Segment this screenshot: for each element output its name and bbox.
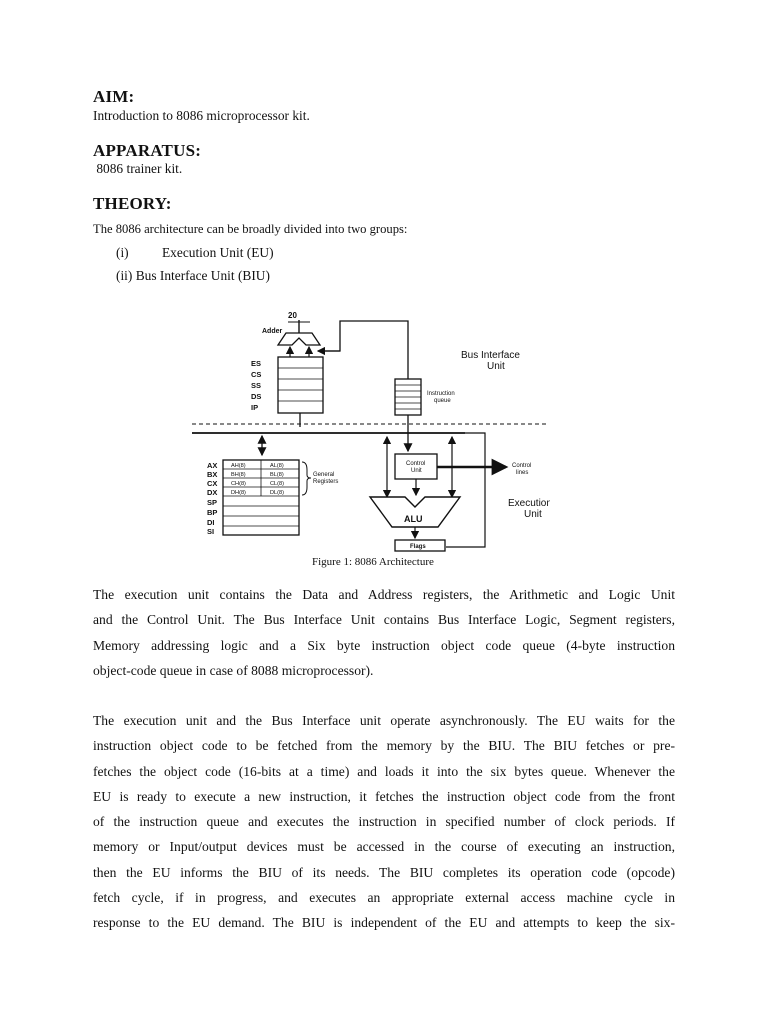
register-bl: BL(8) (270, 472, 284, 478)
control-unit-label-2: Unit (411, 468, 422, 474)
flags-box (394, 539, 446, 552)
control-lines-label-2: lines (516, 470, 528, 476)
flags-return-line (446, 432, 486, 548)
paragraph-line: Memory addressing logic and a Six byte i… (93, 637, 675, 653)
paragraph-2: The execution unit and the Bus Interface… (93, 708, 675, 936)
segment-register-box (277, 356, 324, 414)
register-di: DI (207, 518, 215, 527)
paragraph-line: object-code queue in case of 8088 microp… (93, 662, 374, 678)
register-ch: CH(8) (231, 481, 246, 487)
paragraph-1: The execution unit contains the Data and… (93, 582, 675, 683)
list-item-text: (ii) Bus Interface Unit (BIU) (116, 268, 270, 283)
segment-register-ss: SS (251, 381, 261, 390)
register-cl: CL(8) (270, 481, 284, 487)
eu-label-2: Unit (524, 509, 542, 520)
paragraph-line: fetches the object code (16-bits at a ti… (93, 763, 675, 779)
biu-label-2: Unit (487, 361, 505, 372)
instruction-queue-label: Instruction (427, 391, 455, 397)
paragraph-line: and the Control Unit. The Bus Interface … (93, 612, 675, 628)
adder-shape (276, 332, 322, 346)
segment-register-ds: DS (251, 392, 261, 401)
eu-label: Execution (508, 498, 550, 509)
architecture-diagram: 20 Adder ES CS SS DS IP (192, 311, 550, 552)
paragraph-line: The execution unit contains the Data and… (93, 587, 675, 602)
register-cx: CX (207, 479, 217, 488)
register-sp: SP (207, 498, 217, 507)
segment-register-ip: IP (251, 403, 258, 412)
apparatus-heading: APPARATUS: (93, 141, 202, 160)
figure-caption: Figure 1: 8086 Architecture (312, 556, 434, 568)
control-unit-label: Control (406, 461, 425, 467)
list-item-text: Execution Unit (EU) (162, 245, 274, 260)
segment-register-es: ES (251, 359, 261, 368)
register-dh: DH(8) (231, 490, 246, 496)
register-al: AL(8) (270, 463, 284, 469)
register-bh: BH(8) (231, 472, 246, 478)
paragraph-line: The execution unit and the Bus Interface… (93, 713, 675, 728)
paragraph-line: then the EU informs the BIU of its needs… (93, 864, 675, 880)
theory-heading: THEORY: (93, 194, 172, 213)
segment-register-cs: CS (251, 370, 261, 379)
flags-label: Flags (410, 544, 426, 550)
paragraph-line: memory or Input/output devices must be a… (93, 839, 675, 855)
alu-shape (368, 496, 462, 528)
register-ah: AH(8) (231, 463, 246, 469)
register-bp: BP (207, 508, 217, 517)
paragraph-line: instruction object code to be fetched fr… (93, 738, 675, 754)
aim-text: Introduction to 8086 microprocessor kit. (93, 108, 310, 123)
paragraph-line: response to the EU demand. The BIU is in… (93, 915, 675, 931)
register-dx: DX (207, 488, 217, 497)
alu-label: ALU (404, 514, 423, 524)
register-bx: BX (207, 470, 217, 479)
general-registers-label-2: Registers (313, 479, 338, 485)
paragraph-line: fetch cycle, if in progress, and execute… (93, 890, 675, 906)
paragraph-line: EU is ready to execute a new instruction… (93, 788, 675, 804)
bus-width-label: 20 (288, 311, 297, 320)
aim-heading: AIM: (93, 87, 135, 106)
internal-bus-loop (323, 320, 409, 379)
register-dl: DL(8) (270, 490, 284, 496)
apparatus-text: 8086 trainer kit. (93, 161, 183, 176)
paragraph-line: of the instruction queue and executes th… (93, 814, 675, 830)
general-registers-label: General (313, 472, 334, 478)
instruction-queue-label-2: queue (434, 398, 451, 404)
list-item-number: (i) (116, 245, 129, 260)
biu-label: Bus Interface (461, 350, 520, 361)
theory-intro: The 8086 architecture can be broadly div… (93, 222, 408, 236)
register-ax: AX (207, 461, 217, 470)
control-lines-label: Control (512, 463, 531, 469)
register-si: SI (207, 527, 214, 536)
adder-label: Adder (262, 328, 283, 335)
general-registers-brace (301, 461, 312, 496)
